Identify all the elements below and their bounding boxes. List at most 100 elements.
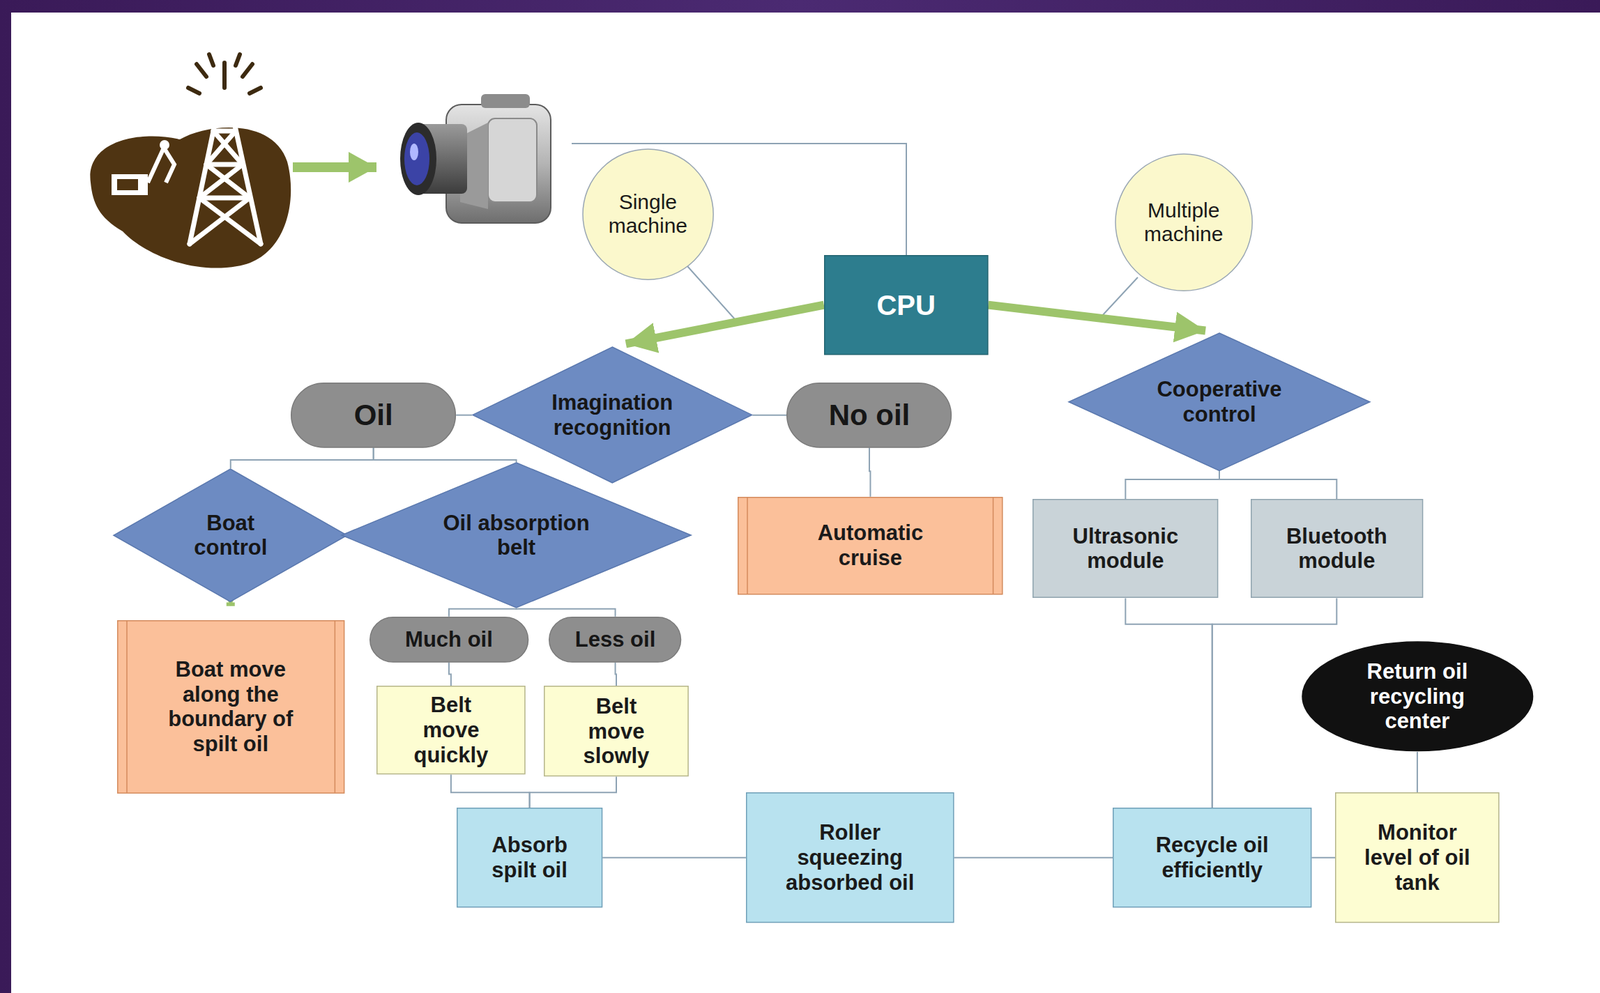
predefined-process-box: Automatic cruise bbox=[737, 497, 1004, 596]
flow-arrow bbox=[626, 305, 825, 345]
node-label: Much oil bbox=[405, 627, 493, 653]
terminal-ellipse: Return oil recycling center bbox=[1301, 641, 1534, 753]
decision-diamond: Imagination recognition bbox=[471, 346, 753, 484]
ellipse-shape bbox=[582, 149, 714, 280]
terminal-pill: Oil bbox=[290, 382, 456, 449]
box-shape bbox=[549, 616, 682, 662]
node-label: Imagination recognition bbox=[542, 390, 682, 440]
connector-line bbox=[373, 448, 517, 463]
node-label: Bluetooth module bbox=[1266, 524, 1407, 574]
node-text: Belt move quickly bbox=[405, 692, 497, 768]
connector-line bbox=[602, 857, 746, 859]
decision-diamond: Boat control bbox=[112, 468, 348, 603]
node-text: Automatic cruise bbox=[786, 520, 954, 571]
node-label: Monitor level of oil tank bbox=[1361, 820, 1474, 896]
flow-arrow bbox=[226, 603, 235, 607]
node-text: Return oil recycling center bbox=[1347, 659, 1488, 735]
connector-line bbox=[1125, 471, 1220, 500]
node-text: Cooperative control bbox=[1142, 377, 1297, 427]
connector-line bbox=[448, 608, 517, 617]
node-label: Belt move slowly bbox=[570, 694, 662, 769]
node-text: Much oil bbox=[405, 627, 493, 653]
connector-line bbox=[953, 857, 1113, 859]
connector-line bbox=[230, 448, 374, 470]
decision-diamond: Cooperative control bbox=[1068, 332, 1371, 472]
node-label: Single machine bbox=[595, 190, 700, 239]
node-label: Automatic cruise bbox=[786, 520, 954, 571]
node-label: No oil bbox=[828, 398, 911, 433]
multiple-machine-leader bbox=[1101, 277, 1138, 317]
callout-circle: Multiple machine bbox=[1114, 153, 1253, 292]
white-panel bbox=[11, 12, 1600, 993]
connector-line bbox=[869, 448, 871, 498]
connector-line bbox=[451, 775, 530, 809]
node-label: Recycle oil efficiently bbox=[1128, 833, 1297, 883]
flow-arrow bbox=[987, 305, 1206, 332]
connector-line bbox=[1219, 471, 1337, 500]
connector-line bbox=[1416, 752, 1419, 793]
node-label: Return oil recycling center bbox=[1347, 659, 1488, 735]
box-shape bbox=[1113, 808, 1312, 908]
terminal-pill: No oil bbox=[786, 382, 952, 449]
box-shape bbox=[787, 383, 952, 448]
callout-circle: Single machine bbox=[582, 148, 714, 281]
box-shape bbox=[291, 383, 456, 448]
node-label: Roller squeezing absorbed oil bbox=[766, 820, 934, 896]
terminal-pill: Less oil bbox=[548, 616, 682, 664]
box-shape bbox=[117, 621, 344, 794]
node-label: Boat control bbox=[174, 511, 287, 561]
video-camera-icon bbox=[400, 94, 551, 224]
box-shape bbox=[377, 686, 525, 775]
process-box: Roller squeezing absorbed oil bbox=[745, 792, 955, 924]
process-box: Absorb spilt oil bbox=[456, 808, 603, 908]
process-side-bar bbox=[746, 497, 749, 595]
node-text: Recycle oil efficiently bbox=[1128, 833, 1297, 883]
connector-line bbox=[1125, 598, 1212, 809]
node-text: Bluetooth module bbox=[1266, 524, 1407, 574]
oil-rig-icon bbox=[89, 54, 291, 269]
box-shape bbox=[1033, 499, 1218, 598]
process-side-bar bbox=[126, 621, 128, 794]
node-label: Ultrasonic module bbox=[1055, 524, 1195, 574]
box-shape bbox=[1335, 793, 1499, 924]
node-text: Belt move slowly bbox=[570, 694, 662, 769]
ellipse-shape bbox=[1115, 154, 1253, 291]
node-label: Belt move quickly bbox=[405, 692, 497, 768]
node-text: Imagination recognition bbox=[542, 390, 682, 440]
ellipse-shape bbox=[1302, 642, 1534, 752]
diamond-shape bbox=[341, 462, 691, 608]
box-shape bbox=[746, 793, 954, 924]
single-machine-leader bbox=[687, 266, 735, 320]
box-shape bbox=[1250, 499, 1423, 598]
node-label: Boat move along the boundary of spilt oi… bbox=[168, 657, 294, 758]
node-label: Less oil bbox=[575, 627, 656, 653]
node-label: Oil absorption belt bbox=[422, 511, 611, 561]
process-box: Recycle oil efficiently bbox=[1112, 808, 1312, 908]
node-label: Multiple machine bbox=[1128, 198, 1240, 247]
process-box: Ultrasonic module bbox=[1032, 499, 1218, 599]
process-side-bar bbox=[992, 497, 995, 595]
process-box: Monitor level of oil tank bbox=[1335, 792, 1500, 924]
connector-line bbox=[448, 663, 452, 687]
box-shape bbox=[824, 255, 988, 355]
connector-line bbox=[615, 663, 617, 687]
process-box: CPU bbox=[824, 255, 989, 355]
node-text: Oil bbox=[354, 398, 394, 433]
diamond-shape bbox=[1068, 333, 1370, 471]
box-shape bbox=[370, 616, 529, 662]
node-text: Ultrasonic module bbox=[1055, 524, 1195, 574]
predefined-process-box: Boat move along the boundary of spilt oi… bbox=[117, 620, 345, 795]
process-box: Belt move slowly bbox=[543, 686, 689, 777]
process-side-bar bbox=[333, 621, 336, 794]
node-label: Absorb spilt oil bbox=[470, 833, 590, 883]
node-text: Less oil bbox=[575, 627, 656, 653]
node-text: CPU bbox=[876, 289, 935, 322]
box-shape bbox=[738, 497, 1003, 595]
diamond-shape bbox=[472, 347, 753, 484]
connector-line bbox=[752, 414, 787, 417]
node-text: Single machine bbox=[595, 190, 700, 239]
node-text: No oil bbox=[828, 398, 911, 433]
node-text: Boat move along the boundary of spilt oi… bbox=[168, 657, 294, 758]
